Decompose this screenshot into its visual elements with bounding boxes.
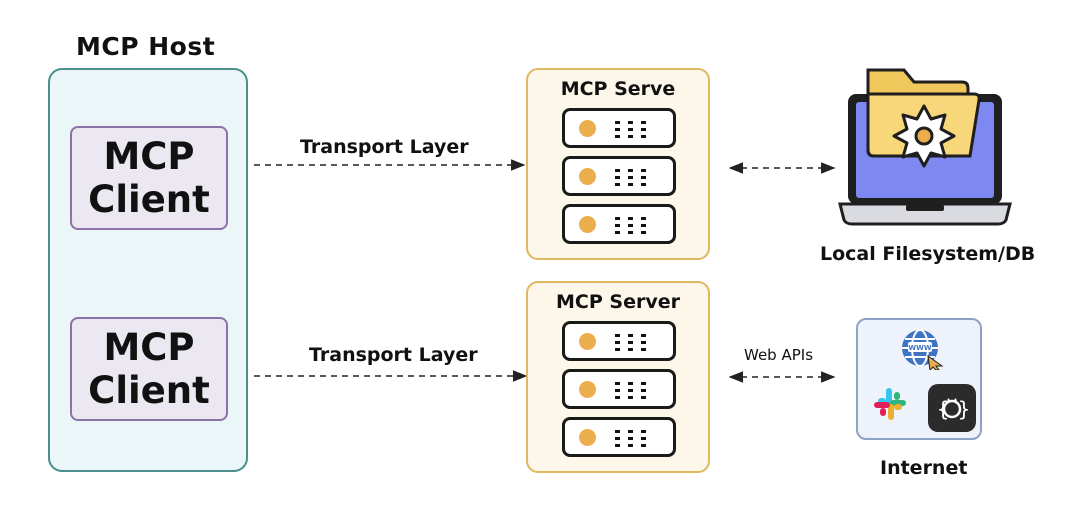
client-label-line2: Client [88,369,210,412]
status-led-icon [579,216,596,233]
slack-icon [874,388,906,420]
client-label-line2: Client [88,178,210,221]
internet-label: Internet [880,457,968,479]
server-rack-unit [562,108,676,148]
vent-dots-icon [615,167,659,187]
gear-icon [892,104,956,168]
vent-dots-icon [615,428,659,448]
vent-dots-icon [615,332,659,352]
host-title: MCP Host [76,32,216,61]
local-filesystem-label: Local Filesystem/DB [820,243,1036,265]
server-rack-unit [562,156,676,196]
client-label-line1: MCP [103,326,195,369]
vent-dots-icon [615,380,659,400]
internet-services-box: WWW { } [856,318,982,440]
vent-dots-icon [615,215,659,235]
mcp-server-box-1: MCP Serve [526,68,710,260]
mcp-client-box-2: MCP Client [70,317,228,421]
status-led-icon [579,333,596,350]
svg-text:}: } [958,397,970,421]
github-icon: { } [928,384,976,432]
server-title: MCP Serve [560,78,676,100]
server-rack-unit [562,204,676,244]
www-text: WWW [908,344,931,352]
server-rack-unit [562,321,676,361]
server-title: MCP Server [556,291,680,313]
server-rack-unit [562,417,676,457]
transport-label-bottom: Transport Layer [309,344,478,366]
mcp-server-box-2: MCP Server [526,281,710,473]
mcp-client-box-1: MCP Client [70,126,228,230]
status-led-icon [579,381,596,398]
status-led-icon [579,120,596,137]
server-rack-unit [562,369,676,409]
laptop-icon [838,68,1012,226]
web-apis-label: Web APIs [744,346,814,364]
vent-dots-icon [615,119,659,139]
globe-icon: WWW [902,329,944,370]
client-label-line1: MCP [103,135,195,178]
transport-label-top: Transport Layer [300,136,469,158]
status-led-icon [579,168,596,185]
status-led-icon [579,429,596,446]
